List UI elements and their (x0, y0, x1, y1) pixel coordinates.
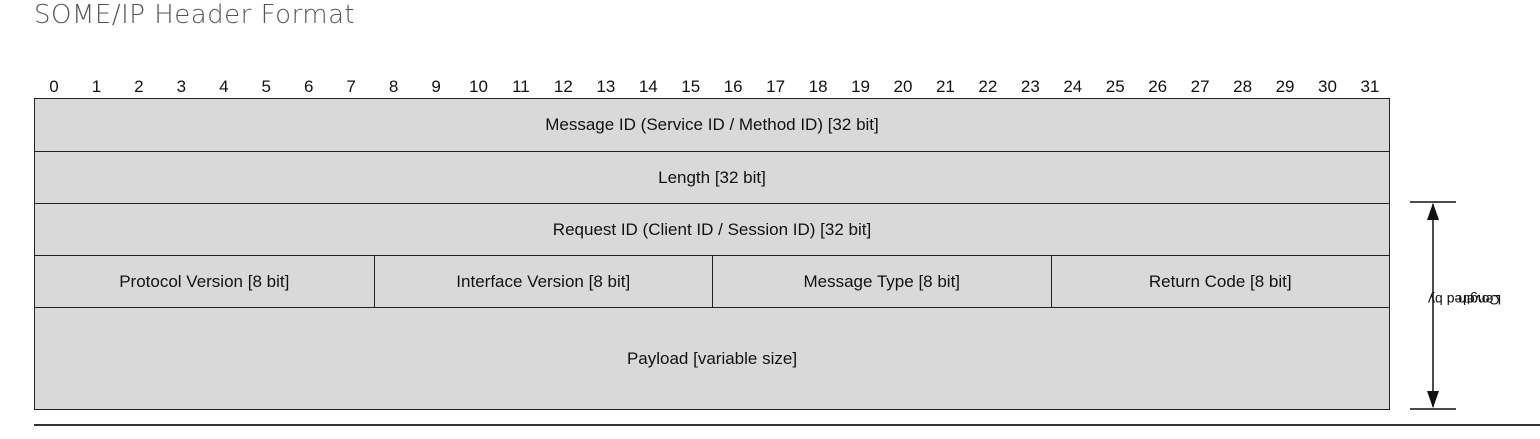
row-message-id: Message ID (Service ID / Method ID) [32 … (35, 99, 1389, 151)
bit-number-19: 19 (851, 77, 870, 96)
bit-number-10: 10 (469, 77, 488, 96)
field-message-type: Message Type [8 bit] (712, 256, 1051, 307)
bit-number-21: 21 (935, 77, 955, 96)
bit-number-6: 6 (303, 77, 314, 96)
bit-number-25: 25 (1105, 77, 1125, 96)
bit-number-13: 13 (596, 77, 616, 96)
bit-number-27: 27 (1190, 77, 1210, 96)
bottom-divider (34, 424, 1540, 426)
bit-number-0: 0 (49, 77, 59, 96)
bit-number-2: 2 (134, 77, 144, 96)
bit-number-26: 26 (1148, 77, 1168, 96)
bit-number-1: 1 (91, 77, 102, 96)
field-request-id: Request ID (Client ID / Session ID) [32 … (552, 219, 872, 239)
bit-number-20: 20 (893, 77, 913, 96)
bit-number-28: 28 (1233, 77, 1253, 96)
row-payload: Payload [variable size] (35, 307, 1389, 409)
field-protocol-version: Protocol Version [8 bit] (119, 271, 290, 291)
field-interface-version: Interface Version [8 bit] (373, 256, 713, 307)
bit-number-4: 4 (219, 77, 229, 96)
bit-number-17: 17 (766, 77, 786, 96)
bit-number-11: 11 (512, 77, 530, 96)
bit-number-29: 29 (1275, 77, 1295, 96)
bit-number-12: 12 (553, 77, 573, 96)
field-payload: Payload [variable size] (626, 348, 798, 368)
length-coverage-arrow-icon (1410, 201, 1456, 410)
bit-number-22: 22 (978, 77, 998, 96)
bit-number-5: 5 (261, 77, 271, 96)
field-message-id: Message ID (Service ID / Method ID) [32 … (545, 115, 879, 134)
covered-by-length-label: Covered by Length (1428, 248, 1502, 352)
side-label-line2: Length (1458, 292, 1502, 308)
bit-number-16: 16 (723, 77, 743, 96)
row-length: Length [32 bit] (35, 151, 1389, 203)
header-diagram: Message ID (Service ID / Method ID) [32 … (34, 98, 1390, 410)
field-return-code: Return Code [8 bit] (1050, 256, 1390, 307)
row-request-id: Request ID (Client ID / Session ID) [32 … (35, 203, 1389, 255)
page-title: SOME/IP Header Format (34, 0, 356, 30)
bit-number-23: 23 (1020, 77, 1040, 96)
bit-number-3: 3 (176, 77, 187, 96)
bit-number-8: 8 (388, 77, 399, 96)
bit-number-15: 15 (681, 77, 701, 96)
bit-number-24: 24 (1063, 77, 1083, 96)
bit-number-9: 9 (431, 77, 441, 96)
bit-number-14: 14 (638, 77, 658, 96)
row-version-type-code: Protocol Version [8 bit] Interface Versi… (35, 255, 1389, 307)
bit-number-30: 30 (1318, 77, 1337, 96)
bit-number-31: 31 (1360, 77, 1380, 96)
bit-number-7: 7 (346, 77, 356, 96)
bit-number-18: 18 (808, 77, 828, 96)
field-length: Length [32 bit] (658, 167, 766, 187)
